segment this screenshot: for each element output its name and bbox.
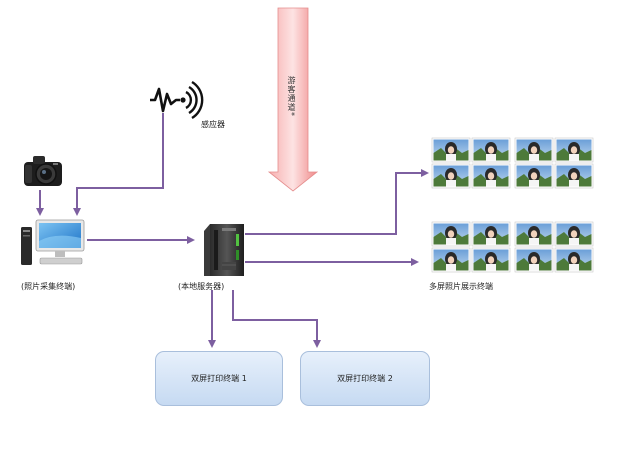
local-server-label: (本地服务器) bbox=[178, 282, 225, 291]
print-terminal-2-box: 双屏打印终端 2 bbox=[300, 351, 430, 406]
tourist-channel-banner bbox=[267, 7, 319, 192]
server-icon bbox=[204, 224, 244, 276]
computer-icon bbox=[21, 219, 85, 265]
server-to-display-top-arrow bbox=[245, 169, 429, 235]
display-terminal-label: 多屏照片展示终端 bbox=[429, 282, 493, 291]
connectors bbox=[36, 113, 429, 348]
sensor-wave-icon bbox=[150, 80, 204, 120]
photo-grid-icon bbox=[431, 137, 594, 273]
print-terminal-1-label: 双屏打印终端 1 bbox=[191, 374, 247, 383]
print-terminal-2-label: 双屏打印终端 2 bbox=[337, 374, 393, 383]
server-to-print2-arrow bbox=[232, 290, 321, 348]
tourist-channel-label: 游客通道* bbox=[287, 76, 296, 117]
sensor-to-computer-arrow bbox=[73, 113, 164, 216]
print-terminal-1-box: 双屏打印终端 1 bbox=[155, 351, 283, 406]
capture-terminal-label: (照片采集终端) bbox=[21, 282, 76, 291]
camera-icon bbox=[24, 156, 62, 186]
sensor-label: 感应器 bbox=[201, 120, 225, 129]
